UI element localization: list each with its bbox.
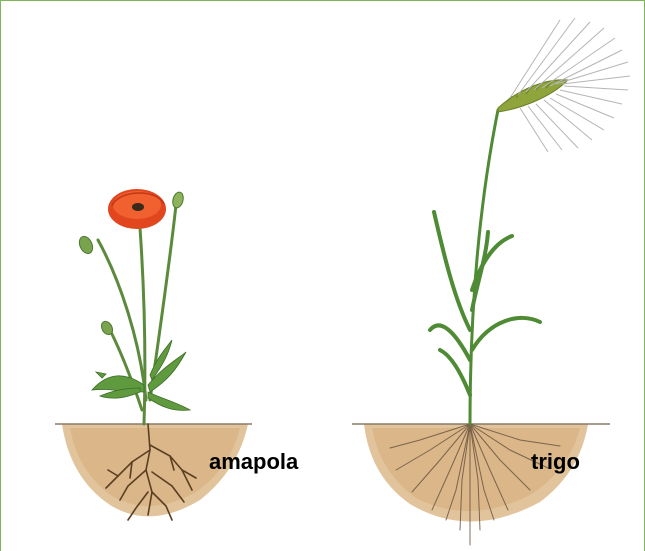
label-trigo: trigo [531,449,580,475]
label-amapola: amapola [209,449,298,475]
wheat-ear-icon [498,18,630,152]
wheat-plant-icon [352,18,630,545]
poppy-flower-icon [108,189,166,229]
